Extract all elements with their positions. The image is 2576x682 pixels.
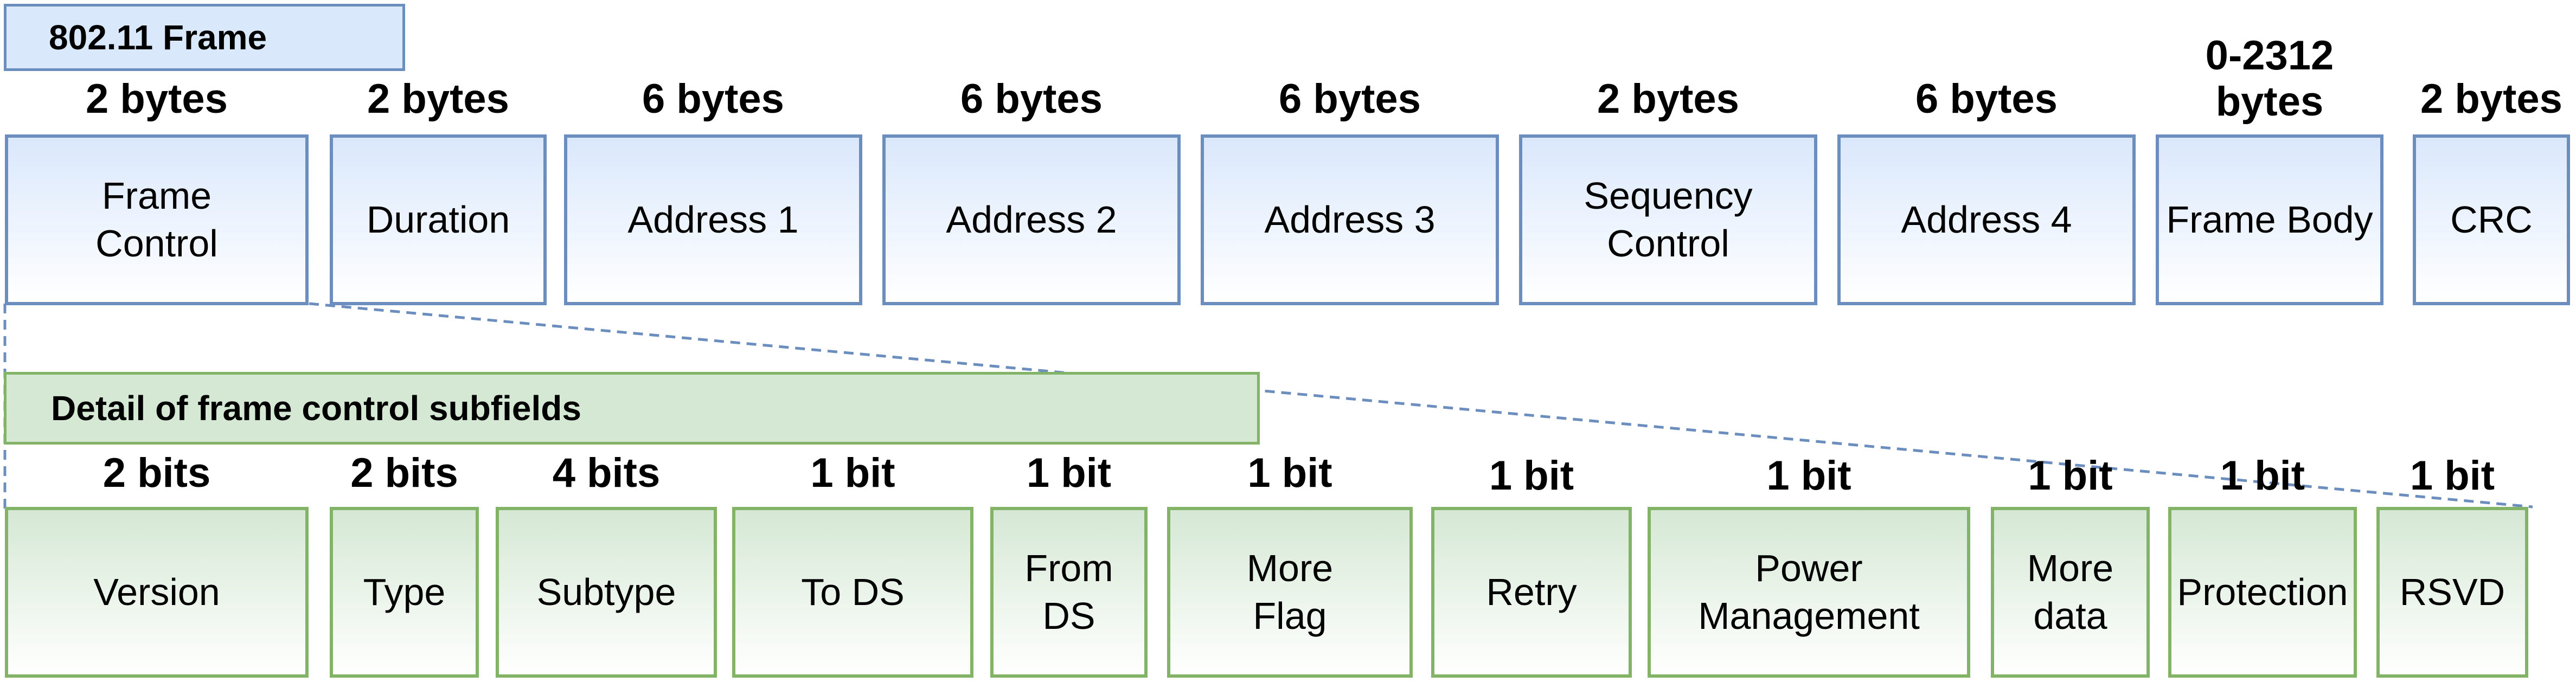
frame-title-text: 802.11 Frame [49,18,267,57]
frame-field-size: 2 bytes [86,76,228,122]
detail-field-size: 1 bit [1766,453,1851,499]
frame-field-label: Frame Body [2166,198,2373,241]
detail-field-label: From DS [1024,547,1113,637]
frame-field-label: Address 4 [1901,198,2072,241]
frame-field-size: 6 bytes [960,76,1103,122]
detail-field-size: 1 bit [1489,453,1574,499]
detail-field-subtype: Subtype [496,507,717,678]
detail-field-label: Retry [1486,570,1577,613]
frame-field-address-4: Address 4 [1837,134,2136,305]
detail-title-text: Detail of frame control subfields [51,389,581,428]
frame-field-address-2: Address 2 [882,134,1181,305]
detail-field-size: 1 bit [2028,453,2113,499]
frame-field-size: 6 bytes [1915,76,2058,122]
detail-field-power-management: Power Management [1648,507,1970,678]
detail-field-size: 1 bit [2220,453,2305,499]
detail-field-from-ds: From DS [990,507,1148,678]
frame-field-size: 2 bytes [2420,76,2562,122]
detail-field-retry: Retry [1431,507,1632,678]
frame-field-size: 0-2312 bytes [2205,33,2334,125]
detail-field-label: Protection [2177,570,2348,613]
frame-field-crc: CRC [2413,134,2570,305]
detail-field-label: Type [363,570,446,613]
detail-field-size: 1 bit [2410,453,2495,499]
detail-title: Detail of frame control subfields [4,372,1260,445]
detail-field-type: Type [330,507,479,678]
detail-field-protection: Protection [2168,507,2357,678]
frame-field-size: 6 bytes [642,76,784,122]
detail-field-size: 1 bit [1247,450,1332,496]
frame-field-label: Duration [366,198,510,241]
frame-title: 802.11 Frame [4,4,405,71]
detail-field-label: Version [93,570,220,613]
detail-field-more-data: More data [1991,507,2150,678]
frame-field-frame-control: Frame Control [5,134,309,305]
frame-field-label: Address 1 [627,198,799,241]
frame-field-label: Frame Control [95,175,218,265]
frame-field-frame-body: Frame Body [2156,134,2383,305]
detail-field-to-ds: To DS [732,507,973,678]
frame-field-label: Address 3 [1264,198,1436,241]
detail-field-size: 1 bit [810,450,895,496]
frame-field-size: 6 bytes [1279,76,1421,122]
detail-field-label: Power Management [1698,547,1920,637]
detail-field-size: 2 bits [102,450,211,496]
frame-field-address-1: Address 1 [564,134,862,305]
frame-field-label: CRC [2450,198,2533,241]
detail-field-label: More data [2027,547,2114,637]
detail-field-label: RSVD [2399,570,2505,613]
detail-field-size: 2 bits [350,450,458,496]
detail-field-size: 1 bit [1026,450,1112,496]
frame-field-duration: Duration [330,134,547,305]
detail-field-size: 4 bits [552,450,661,496]
connector-right [309,302,2533,509]
frame-field-label: Sequency Control [1584,175,1753,265]
frame-field-address-3: Address 3 [1201,134,1499,305]
frame-field-size: 2 bytes [367,76,509,122]
detail-field-more-flag: More Flag [1167,507,1413,678]
frame-field-size: 2 bytes [1597,76,1739,122]
detail-field-label: To DS [801,570,905,613]
frame-field-sequence-control: Sequency Control [1519,134,1817,305]
detail-field-version: Version [5,507,309,678]
detail-field-label: More Flag [1246,547,1334,637]
frame-field-label: Address 2 [946,198,1117,241]
detail-field-rsvd: RSVD [2376,507,2528,678]
detail-field-label: Subtype [536,570,676,613]
